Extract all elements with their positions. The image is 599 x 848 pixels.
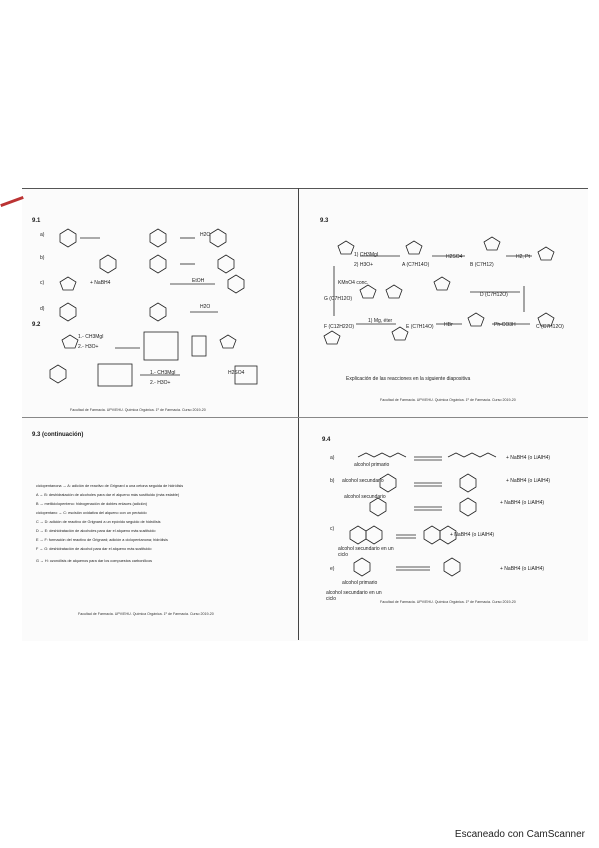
footer-br: Facultad de Farmacia. UPV/EHU. Química O… bbox=[380, 600, 516, 604]
mechanism-row: B → metilciclopenteno: hidrogenación de … bbox=[36, 502, 148, 506]
footer-tl: Facultad de Farmacia. UPV/EHU. Química O… bbox=[70, 408, 206, 412]
footer-bl: Facultad de Farmacia. UPV/EHU. Química O… bbox=[78, 612, 214, 616]
section-title: 9.3 bbox=[320, 218, 329, 224]
reagent-3: H2SO4 bbox=[446, 254, 463, 260]
mechanism-row: F → G: deshidratación de alcohol para da… bbox=[36, 547, 152, 551]
caption: Explicación de las reacciones en la sigu… bbox=[346, 376, 471, 382]
step-hydrolysis: 2.- H3O+ bbox=[78, 344, 99, 350]
item-label: alcohol secundario bbox=[344, 494, 386, 500]
reagent-5: KMnO4 conc. bbox=[338, 280, 369, 286]
reaction-scheme-9-4 bbox=[349, 452, 497, 577]
compound-d: D (C7H12O) bbox=[480, 292, 508, 298]
compound-g: G (C7H12O) bbox=[324, 296, 353, 302]
mechanism-row: ciclopentano → C: escisión oxidativa del… bbox=[36, 511, 147, 515]
reaction-scheme-9-1 bbox=[49, 228, 258, 387]
step-dehydration: H2SO4 bbox=[228, 370, 245, 376]
red-pen-mark bbox=[0, 195, 24, 208]
reagent-4: H2, Pt bbox=[516, 254, 530, 260]
section-2-title: 9.2 bbox=[32, 322, 41, 328]
reagent-water-2: H2O bbox=[200, 304, 211, 310]
camscanner-watermark: Escaneado con CamScanner bbox=[454, 829, 585, 840]
item-tag: a) bbox=[330, 455, 335, 461]
section-title: 9.3 (continuación) bbox=[32, 432, 84, 438]
compound-a: A (C7H14O) bbox=[402, 262, 430, 268]
item-reagent: + NaBH4 (o LiAlH4) bbox=[500, 500, 545, 506]
reagent-1: 1) CH3MgI bbox=[354, 252, 379, 258]
item-tag: e) bbox=[330, 566, 335, 572]
step-hydrolysis-2: 2.- H3O+ bbox=[150, 380, 171, 386]
item-label: alcohol secundario bbox=[342, 478, 384, 484]
item-label: alcohol secundario en un ciclo bbox=[338, 546, 394, 558]
footer-tr: Facultad de Farmacia. UPV/EHU. Química O… bbox=[380, 398, 516, 402]
reagent-6: 1) Mg, éter bbox=[368, 318, 393, 324]
step-grignard: 1.- CH3MgI bbox=[78, 334, 104, 340]
mechanism-row: ciclopentanona → A: adición de reactivo … bbox=[36, 484, 184, 488]
section-title: 9.4 bbox=[322, 437, 331, 443]
item-reagent: + NaBH4 (o LiAlH4) bbox=[506, 478, 551, 484]
horizontal-divider bbox=[22, 417, 588, 418]
vertical-divider bbox=[298, 188, 299, 640]
item-reagent: + NaBH4 (o LiAlH4) bbox=[450, 532, 495, 538]
item-label: alcohol primario bbox=[354, 462, 390, 468]
reagent-nabh4: + NaBH4 bbox=[90, 280, 111, 286]
compound-b: B (C7H12) bbox=[470, 262, 494, 268]
reagent-7: HBr bbox=[444, 322, 453, 328]
item-reagent: + NaBH4 (o LiAlH4) bbox=[506, 455, 551, 461]
section-title: 9.1 bbox=[32, 218, 41, 224]
compound-c: C (C7H12O) bbox=[536, 324, 564, 330]
reagent-water: H2O bbox=[200, 232, 211, 238]
item-tag: c) bbox=[330, 526, 335, 532]
item-label: alcohol secundario en un ciclo bbox=[326, 590, 382, 602]
compound-e: E (C7H14O) bbox=[406, 324, 434, 330]
label-b: b) bbox=[40, 255, 45, 261]
label-d: d) bbox=[40, 306, 45, 312]
compound-f: F (C12H22O) bbox=[324, 324, 355, 330]
reagent-8: Ph-CO3H bbox=[494, 322, 516, 328]
mechanism-row: D → E: deshidratación de alcoholes para … bbox=[36, 529, 156, 533]
label-a: a) bbox=[40, 232, 45, 238]
reaction-scheme-9-3 bbox=[323, 236, 555, 345]
mechanism-row: E → F: formación del reactivo de Grignar… bbox=[36, 538, 168, 542]
mechanism-row: C → D: adición de reactivo de Grignard a… bbox=[36, 520, 161, 524]
mechanism-row: A → B: deshidratación de alcoholes para … bbox=[36, 493, 180, 497]
extra-label: alcohol primario bbox=[342, 580, 378, 586]
label-c: c) bbox=[40, 280, 45, 286]
reagent-2: 2) H3O+ bbox=[354, 262, 374, 268]
item-tag: b) bbox=[330, 478, 335, 484]
item-reagent: + NaBH4 (o LiAlH4) bbox=[500, 566, 545, 572]
reagent-etoh: EtOH bbox=[192, 278, 205, 284]
step-grignard-2: 1.- CH3MgI bbox=[150, 370, 176, 376]
mechanism-row: G → H: ozonólisis de alquenos para dar l… bbox=[36, 559, 153, 563]
